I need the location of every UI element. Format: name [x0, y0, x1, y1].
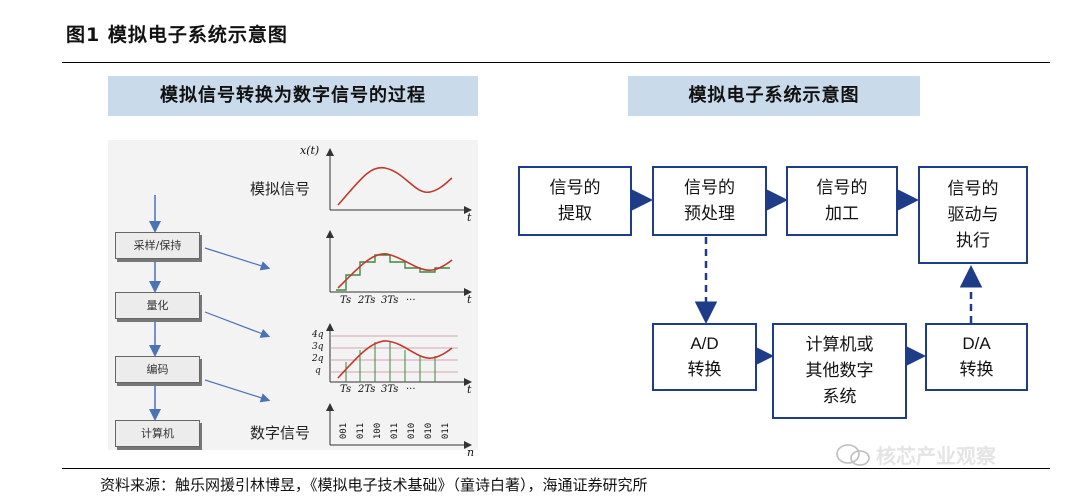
- wechat-icon: [836, 444, 870, 466]
- digital-codes: 001 011 100 011 010 010 011: [336, 422, 462, 444]
- top-rule: [62, 62, 1050, 63]
- box-line: 信号的: [549, 178, 601, 198]
- box-computer-system: 计算机或 其他数字 系统: [772, 323, 907, 419]
- box-signal-acquire: 信号的 提取: [518, 166, 632, 236]
- source-note: 资料来源：触乐网援引林博昱，《模拟电子技术基础》（童诗白著），海通证券研究所: [100, 476, 648, 494]
- box-line: 信号的: [947, 179, 999, 199]
- bottom-rule: [62, 468, 1050, 469]
- box-line: 信号的: [816, 178, 868, 198]
- box-line: 系统: [822, 387, 857, 407]
- stage-to-wave-arrows: [204, 247, 271, 403]
- stage-computer: 计算机: [115, 420, 200, 447]
- box-line: 信号的: [684, 178, 735, 198]
- watermark-text: 核芯产业观察: [876, 444, 996, 468]
- box-signal-process: 信号的 加工: [786, 166, 898, 236]
- box-line: 转换: [959, 360, 994, 380]
- quant-level-q: q: [315, 366, 321, 376]
- digital-plot: [326, 403, 472, 449]
- box-adc: A/D 转换: [652, 323, 757, 391]
- box-signal-drive: 信号的 驱动与 执行: [918, 166, 1028, 264]
- sampled-plot: [326, 230, 472, 296]
- box-line: 提取: [558, 204, 592, 224]
- quant-level-4q: 4q: [312, 330, 324, 340]
- right-panel-banner: 模拟电子系统示意图: [628, 76, 920, 116]
- box-line: A/D: [690, 334, 719, 353]
- digital-code: 011: [441, 422, 452, 440]
- axis-label-xt: x(t): [300, 144, 320, 157]
- digital-code: 001: [339, 422, 350, 440]
- box-line: 加工: [825, 204, 859, 224]
- axis-label-t-sampled: t: [467, 293, 472, 306]
- axis-label-t-analog: t: [467, 211, 472, 224]
- box-signal-preprocess: 信号的 预处理: [652, 166, 767, 236]
- axis-label-n: n: [467, 446, 475, 459]
- quantized-plot: [326, 323, 472, 386]
- tick-ellipsis: ···: [406, 295, 416, 306]
- box-line: 计算机或: [805, 335, 874, 355]
- tick-3ts: 3Ts: [381, 295, 399, 306]
- box-dac: D/A 转换: [925, 323, 1028, 391]
- figure-title: 图1 模拟电子系统示意图: [66, 24, 288, 46]
- digital-code: 011: [356, 422, 367, 440]
- digital-code: 010: [407, 422, 418, 440]
- quant-level-3q: 3q: [312, 342, 324, 352]
- box-line: 其他数字: [805, 361, 874, 381]
- box-line: D/A: [962, 334, 991, 353]
- box-line: 执行: [956, 231, 990, 251]
- analog-signal-label: 模拟信号: [250, 180, 311, 198]
- box-line: 转换: [687, 360, 722, 380]
- tick-ts: Ts: [340, 295, 352, 306]
- quant-level-2q: 2q: [312, 354, 324, 364]
- digital-code: 010: [424, 422, 435, 440]
- tick-ts-q: Ts: [340, 384, 352, 395]
- stage-sample-hold: 采样/保持: [115, 232, 200, 259]
- tick-2ts: 2Ts: [358, 295, 376, 306]
- stage-encode: 编码: [115, 356, 200, 383]
- axis-label-t-quant: t: [467, 383, 472, 396]
- box-line: 预处理: [684, 204, 735, 224]
- right-flow-arrows: [630, 188, 983, 368]
- digital-code: 100: [373, 422, 384, 440]
- analog-plot: [326, 148, 472, 214]
- tick-ellipsis-q: ···: [406, 384, 416, 395]
- digital-signal-label: 数字信号: [250, 424, 311, 442]
- digital-code: 011: [390, 422, 401, 440]
- tick-2ts-q: 2Ts: [358, 384, 376, 395]
- tick-3ts-q: 3Ts: [381, 384, 399, 395]
- left-panel-banner: 模拟信号转换为数字信号的过程: [108, 76, 478, 116]
- stage-quantize: 量化: [115, 292, 200, 319]
- box-line: 驱动与: [947, 205, 999, 225]
